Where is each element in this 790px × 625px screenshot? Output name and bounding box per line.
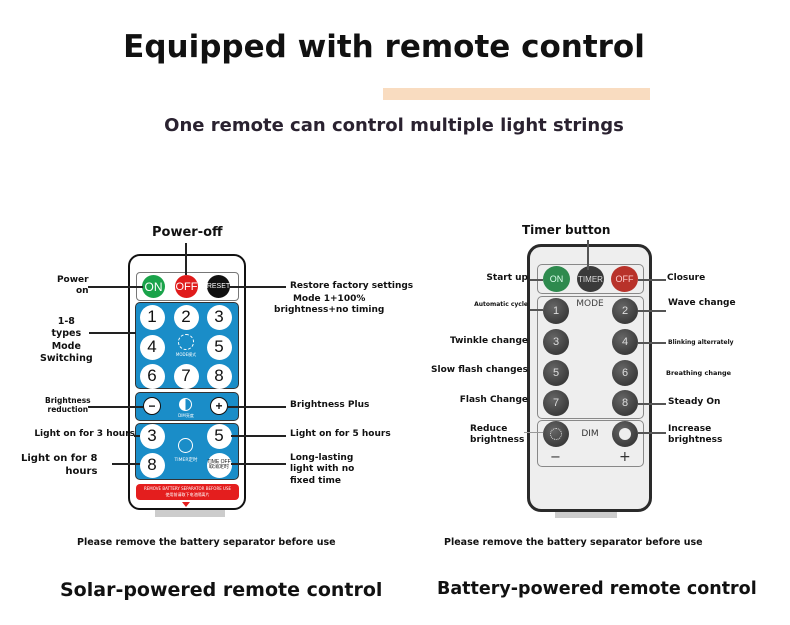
mode-8-button[interactable]: 8 [612, 390, 638, 416]
label-light-5h: Light on for 5 hours [290, 429, 391, 439]
mode-5-button[interactable]: 5 [543, 360, 569, 386]
arrow-down-icon [182, 502, 190, 507]
mode-2-button[interactable]: 2 [612, 298, 638, 324]
minus-label: − [550, 450, 561, 465]
timer-5-button[interactable]: 5 [206, 423, 232, 449]
label-closure: Closure [667, 273, 706, 283]
gear-icon [178, 334, 194, 350]
label-mode-7: Flash Change [459, 395, 528, 405]
mode-1-button[interactable]: 1 [139, 304, 165, 330]
mode-icon-label: MODE模式 [175, 352, 197, 357]
brightness-up-button[interactable] [612, 421, 638, 447]
label-restore: Restore factory settings [290, 281, 414, 291]
label-mode-3: Twinkle change [449, 336, 528, 346]
battery-note: Please remove the battery separator befo… [444, 537, 703, 548]
sun-half-icon [179, 398, 192, 411]
timer-button[interactable]: TIMER [577, 266, 604, 292]
reset-button[interactable]: RESET [207, 275, 230, 298]
time-off-cn: 取消定时 [208, 464, 229, 470]
off-button[interactable]: OFF [611, 266, 638, 292]
mode-4-button[interactable]: 4 [612, 329, 638, 355]
remote-tab [555, 508, 617, 518]
timer-3-button[interactable]: 3 [139, 423, 165, 449]
on-button[interactable]: ON [142, 275, 165, 298]
page-subtitle: One remote can control multiple light st… [164, 115, 624, 136]
off-button[interactable]: OFF [175, 275, 198, 298]
brightness-down-button[interactable] [543, 421, 569, 447]
dim-label: DIM亮度 [178, 413, 194, 418]
mode-1-button[interactable]: 1 [543, 298, 569, 324]
label-start-up: Start up [486, 273, 528, 283]
label-mode-8: Steady On [668, 397, 721, 407]
brightness-up-icon[interactable]: + [210, 397, 228, 415]
battery-caption: Battery-powered remote control [437, 579, 757, 599]
label-light-3h: Light on for 3 hours [34, 429, 135, 439]
sun-filled-icon [619, 428, 631, 440]
label-restore-detail: Mode 1+100%brightness+no timing [274, 294, 385, 316]
banner-text-cn: 使用前请取下电池隔离片 [165, 492, 210, 497]
dim-label: DIM [581, 429, 599, 439]
label-mode-2: Wave change [668, 298, 736, 308]
label-mode-4: Blinking alterrately [668, 339, 734, 346]
brightness-down-icon[interactable]: − [143, 397, 161, 415]
label-mode-5: Slow flash changes [431, 365, 528, 375]
plus-label: + [619, 449, 631, 465]
solar-note: Please remove the battery separator befo… [77, 537, 336, 548]
alarm-clock-icon [178, 438, 193, 453]
label-mode-1: Automatic cycle [474, 301, 528, 308]
time-off-label: TIME OFF [207, 458, 231, 465]
mode-6-button[interactable]: 6 [612, 360, 638, 386]
mode-8-button[interactable]: 8 [206, 363, 232, 389]
mode-panel [537, 296, 644, 419]
mode-7-button[interactable]: 7 [173, 363, 199, 389]
mode-6-button[interactable]: 6 [139, 363, 165, 389]
mode-3-button[interactable]: 3 [206, 304, 232, 330]
mode-2-button[interactable]: 2 [173, 304, 199, 330]
solar-caption: Solar-powered remote control [60, 579, 383, 601]
on-button[interactable]: ON [543, 266, 570, 292]
label-power-off: Power-off [152, 225, 223, 240]
label-brightness-plus: Brightness Plus [290, 400, 370, 410]
mode-4-button[interactable]: 4 [139, 334, 165, 360]
dim-panel [537, 420, 644, 467]
banner-text: REMOVE BATTERY SEPARATOR BEFORE USE [143, 486, 232, 491]
mode-7-button[interactable]: 7 [543, 390, 569, 416]
page-title: Equipped with remote control [123, 29, 645, 65]
mode-3-button[interactable]: 3 [543, 329, 569, 355]
remote-tab [155, 507, 225, 517]
timer-label: TIMER定时 [174, 458, 198, 463]
mode-label: MODE [576, 299, 604, 309]
mode-5-button[interactable]: 5 [206, 334, 232, 360]
accent-bar [383, 88, 650, 100]
timer-8-button[interactable]: 8 [139, 452, 165, 478]
label-timer-button: Timer button [522, 223, 611, 237]
sun-outline-icon [550, 428, 562, 440]
label-mode-6: Breathing change [666, 369, 732, 377]
